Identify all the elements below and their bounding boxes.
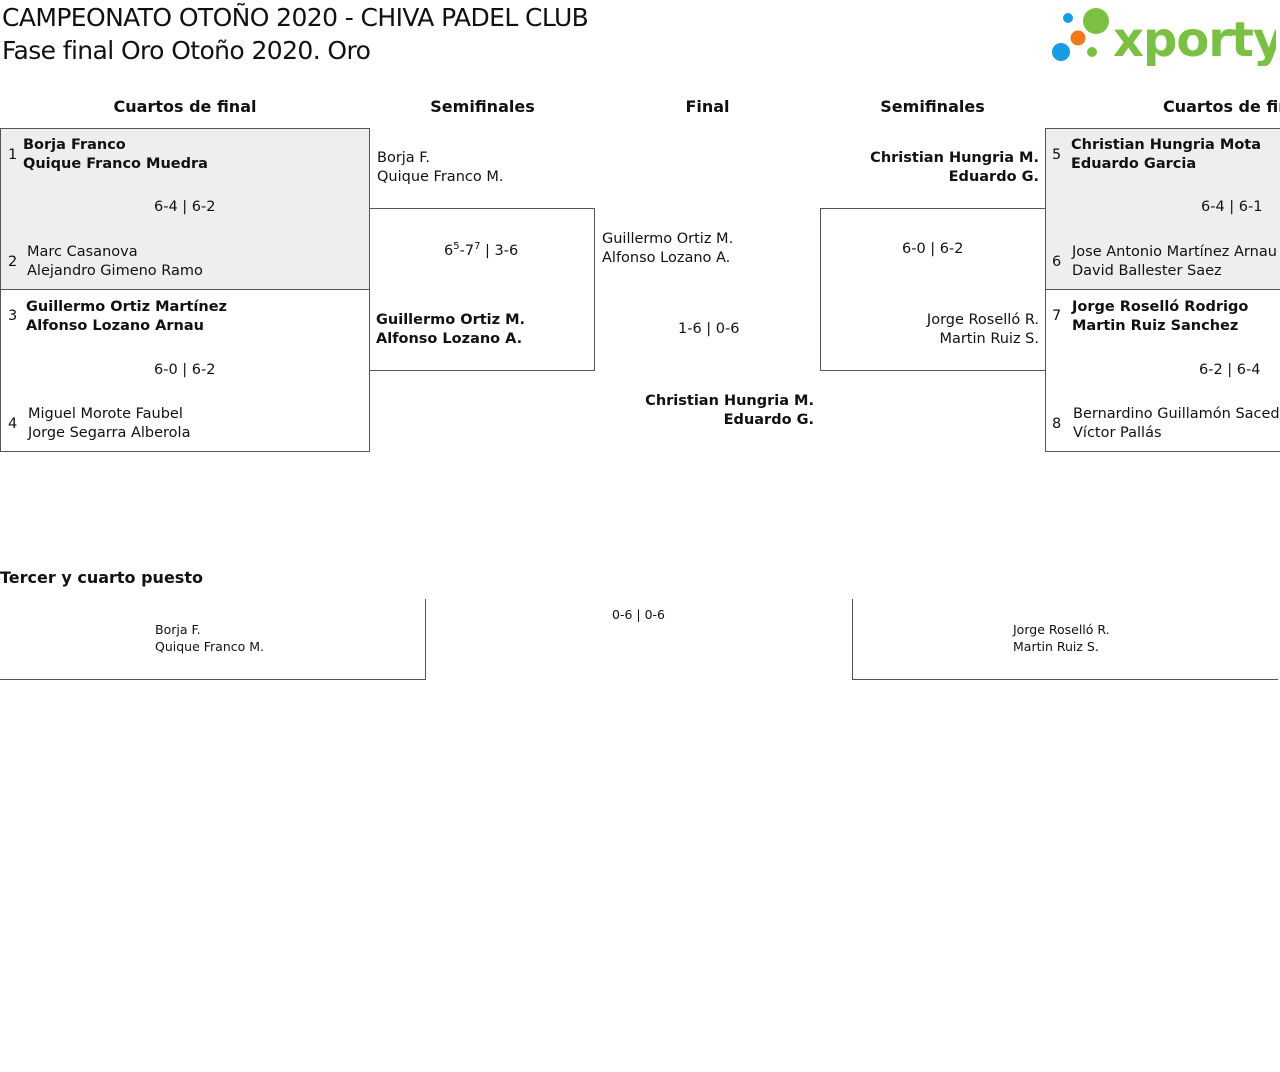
- qf-match-3[interactable]: 5 Christian Hungria Mota Eduardo Garcia …: [1045, 128, 1280, 290]
- match-score: 65-77 | 3-6: [444, 241, 519, 259]
- seed-number: 3: [8, 308, 18, 324]
- match-score: 6-0 | 6-2: [902, 241, 964, 257]
- player-name: Jorge Roselló Rodrigo: [1072, 299, 1249, 315]
- xporty-logo-graphic: xporty: [1052, 8, 1280, 68]
- qf-match-4[interactable]: 7 Jorge Roselló Rodrigo Martin Ruiz Sanc…: [1045, 289, 1280, 452]
- player-name: Quique Franco M.: [377, 169, 504, 185]
- player-name: Alfonso Lozano A.: [376, 331, 523, 347]
- player-name: Jorge Segarra Alberola: [28, 425, 191, 441]
- player-name: Guillermo Ortiz M.: [376, 312, 526, 328]
- player-name: Alejandro Gimeno Ramo: [27, 263, 203, 279]
- player-name: Martin Ruiz S.: [939, 331, 1039, 347]
- player-name: Christian Hungria Mota: [1071, 137, 1261, 153]
- player-name: Bernardino Guillamón Sacedo: [1073, 406, 1280, 422]
- match-score: 6-0 | 6-2: [154, 362, 216, 378]
- match-score: 6-4 | 6-2: [154, 199, 216, 215]
- player-name: Víctor Pallás: [1073, 425, 1162, 441]
- champion-name: Christian Hungria M.: [645, 393, 814, 409]
- player-name: Jorge Roselló R.: [926, 312, 1039, 328]
- champion-name: Eduardo G.: [723, 412, 814, 428]
- logo-wordmark: xporty: [1113, 12, 1276, 66]
- player-name: Christian Hungria M.: [870, 150, 1039, 166]
- player-name: Borja F.: [155, 622, 201, 637]
- xporty-logo[interactable]: xporty: [1050, 4, 1280, 68]
- third-place-right-slot[interactable]: Jorge Roselló R. Martin Ruiz S.: [852, 599, 1278, 680]
- seed-number: 2: [8, 254, 18, 270]
- match-score: 6-4 | 6-1: [1201, 199, 1263, 215]
- seed-number: 1: [8, 147, 18, 163]
- seed-number: 5: [1052, 147, 1062, 163]
- player-name: Guillermo Ortiz M.: [602, 231, 734, 247]
- third-place-heading: Tercer y cuarto puesto: [0, 568, 203, 587]
- qf-match-2[interactable]: 3 Guillermo Ortiz Martínez Alfonso Lozan…: [0, 289, 370, 452]
- sf-match-right[interactable]: 6-0 | 6-2 Jorge Roselló R. Martin Ruiz S…: [820, 208, 1046, 371]
- player-name: Eduardo G.: [948, 169, 1039, 185]
- player-name: Miguel Morote Faubel: [28, 406, 183, 422]
- player-name: Borja Franco: [23, 137, 126, 153]
- sf-match-left[interactable]: 65-77 | 3-6 Guillermo Ortiz M. Alfonso L…: [369, 208, 595, 371]
- player-name: Jorge Roselló R.: [1013, 622, 1110, 637]
- column-heading-final: Final: [685, 97, 730, 116]
- tiebreak-score: 7: [474, 241, 481, 252]
- qf-match-1[interactable]: 1 Borja Franco Quique Franco Muedra 6-4 …: [0, 128, 370, 290]
- page-title: CAMPEONATO OTOÑO 2020 - CHIVA PADEL CLUB: [2, 3, 589, 32]
- seed-number: 4: [8, 416, 18, 432]
- player-name: Martin Ruiz Sanchez: [1072, 318, 1239, 334]
- column-heading-qf-left: Cuartos de final: [113, 97, 257, 116]
- player-name: Quique Franco M.: [155, 639, 265, 654]
- player-name: Jose Antonio Martínez Arnau: [1072, 244, 1277, 260]
- player-name: Alfonso Lozano A.: [602, 250, 731, 266]
- player-name: David Ballester Saez: [1072, 263, 1222, 279]
- seed-number: 6: [1052, 254, 1062, 270]
- player-name: Martin Ruiz S.: [1013, 639, 1099, 654]
- column-heading-sf-left: Semifinales: [430, 97, 535, 116]
- score-part: 6: [444, 242, 454, 259]
- player-name: Quique Franco Muedra: [23, 156, 208, 172]
- player-name: Eduardo Garcia: [1071, 156, 1197, 172]
- score-part: | 3-6: [480, 242, 519, 259]
- final-score: 1-6 | 0-6: [678, 321, 740, 337]
- column-heading-sf-right: Semifinales: [880, 97, 985, 116]
- player-name: Borja F.: [377, 150, 430, 166]
- third-place-left-slot[interactable]: Borja F. Quique Franco M.: [0, 599, 426, 680]
- seed-number: 8: [1052, 416, 1062, 432]
- player-name: Alfonso Lozano Arnau: [26, 318, 204, 334]
- player-name: Guillermo Ortiz Martínez: [26, 299, 227, 315]
- third-place-score: 0-6 | 0-6: [612, 607, 665, 622]
- tiebreak-score: 5: [453, 241, 460, 252]
- page-subtitle: Fase final Oro Otoño 2020. Oro: [2, 36, 371, 65]
- player-name: Marc Casanova: [27, 244, 138, 260]
- column-heading-qf-right: Cuartos de final: [1163, 97, 1280, 116]
- seed-number: 7: [1052, 308, 1062, 324]
- score-part: 7: [464, 242, 475, 259]
- match-score: 6-2 | 6-4: [1199, 362, 1261, 378]
